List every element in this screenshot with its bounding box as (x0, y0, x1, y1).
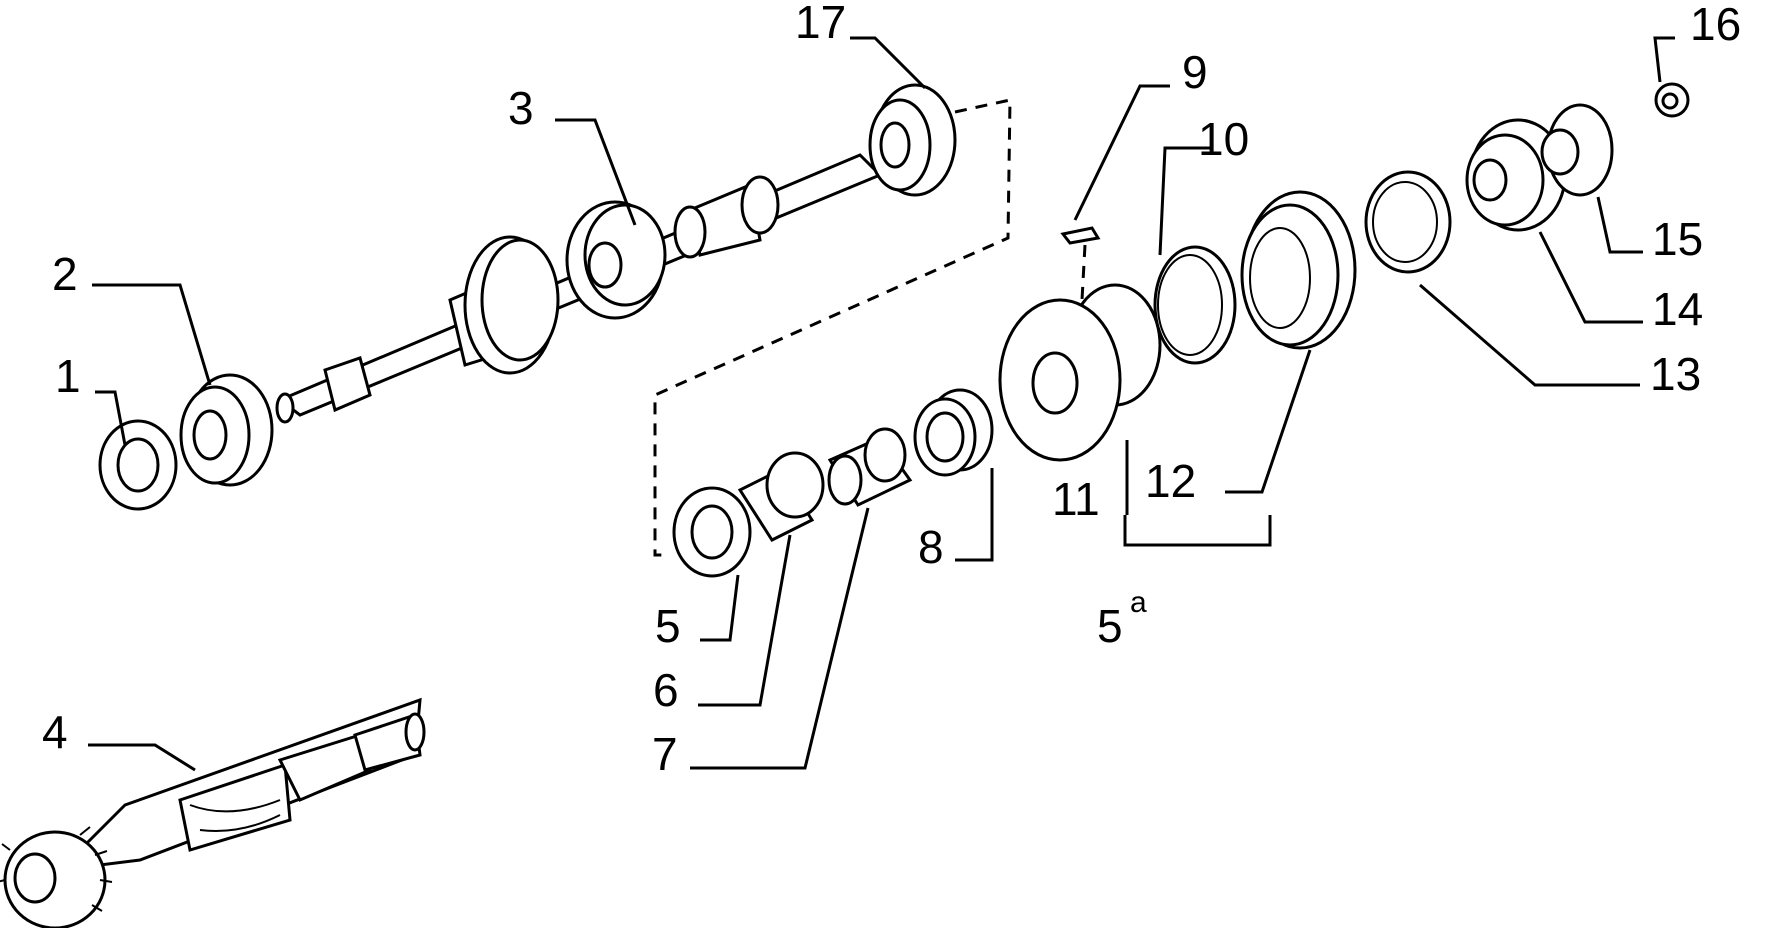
synchro-ring (1364, 170, 1452, 274)
rear-bearing (868, 83, 957, 197)
callout-6: 6 (653, 664, 679, 716)
thrust-ring (672, 486, 752, 578)
callout-10: 10 (1198, 113, 1249, 165)
pinion-shaft (0, 697, 426, 928)
callout-5: 5 (655, 600, 681, 652)
lock-nut (1654, 82, 1690, 118)
assembly-dashed-line (653, 98, 1012, 557)
key (1060, 226, 1101, 245)
callout-12: 12 (1145, 455, 1196, 507)
callout-7: 7 (652, 728, 678, 780)
retaining-ring (1153, 245, 1237, 365)
callout-4: 4 (42, 706, 68, 758)
callout-8: 8 (918, 521, 944, 573)
callout-2: 2 (52, 248, 78, 300)
main-shaft-gears (463, 175, 780, 375)
callout-17: 17 (795, 0, 846, 48)
caption: 5 a (1097, 586, 1147, 652)
callout-14: 14 (1652, 283, 1703, 335)
callout-16: 16 (1690, 0, 1741, 50)
needle-bearing (913, 388, 994, 477)
spacer-washer (98, 419, 178, 511)
callout-11: 11 (1052, 473, 1100, 525)
bushing (827, 427, 913, 507)
hub-flange (1540, 103, 1614, 197)
synchro-sleeve (1240, 190, 1357, 350)
callout-15: 15 (1652, 213, 1703, 265)
fifth-gear (998, 283, 1162, 462)
callout-13: 13 (1650, 348, 1701, 400)
callout-3: 3 (508, 82, 534, 134)
ball-bearing (179, 373, 274, 487)
caption-main: 5 (1097, 600, 1123, 652)
caption-superscript: a (1130, 586, 1147, 619)
callout-labels: 1 2 3 4 5 6 7 8 9 10 11 12 13 14 15 16 1… (42, 0, 1741, 780)
hub (737, 451, 825, 542)
callout-9: 9 (1182, 46, 1208, 98)
callout-1: 1 (55, 350, 81, 402)
leader-lines (88, 36, 1675, 772)
pinion-gear (0, 826, 113, 928)
key-dashed-line (1080, 244, 1087, 301)
